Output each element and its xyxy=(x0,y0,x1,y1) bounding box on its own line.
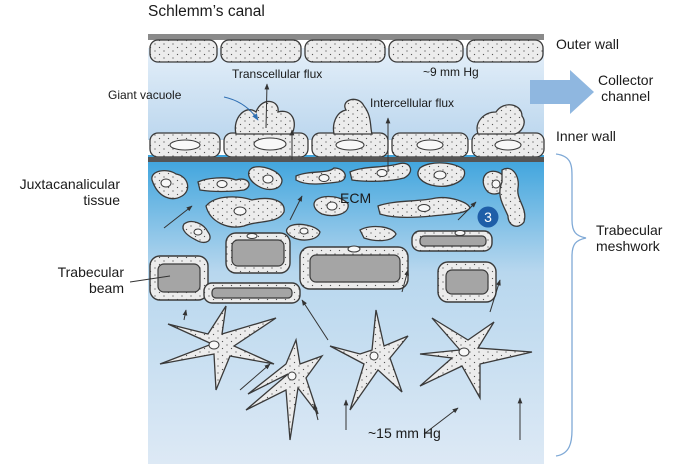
pressure-tissue-label: ~15 mm Hg xyxy=(368,425,441,441)
giant-vacuole-label: Giant vacuole xyxy=(108,88,182,102)
marker-3-number: 3 xyxy=(484,209,492,225)
marker-3-badge xyxy=(477,206,499,228)
trabecular-meshwork-label: Trabecular meshwork xyxy=(596,222,663,255)
intercellular-flux-label: Intercellular flux xyxy=(370,96,455,110)
collector-channel-arrow xyxy=(530,70,594,114)
trabecular-beams xyxy=(149,230,497,304)
flow-arrows xyxy=(163,83,523,440)
outer-wall xyxy=(148,34,544,63)
trabecular-beam-label: Trabecular beam xyxy=(57,264,124,297)
outer-wall-label: Outer wall xyxy=(556,36,620,52)
intercellular-flux-cell xyxy=(332,98,525,135)
collector-channel-label: Collector channel xyxy=(598,72,654,105)
pressure-canal-label: ~9 mm Hg xyxy=(423,65,479,79)
giant-vacuole-bulge xyxy=(234,100,295,135)
trabecular-meshwork-brace xyxy=(555,153,587,457)
juxtacanalicular-tissue-label: Juxtacanalicular tissue xyxy=(19,176,120,209)
schlemms-canal-label: Schlemm’s canal xyxy=(148,3,265,20)
jct-nuclei xyxy=(160,169,501,236)
inner-wall-label: Inner wall xyxy=(556,128,616,144)
leader-lines xyxy=(129,96,259,283)
transcellular-flux-label: Transcellular flux xyxy=(232,67,323,81)
inner-wall xyxy=(148,132,545,162)
ecm-label: ECM xyxy=(340,190,372,206)
